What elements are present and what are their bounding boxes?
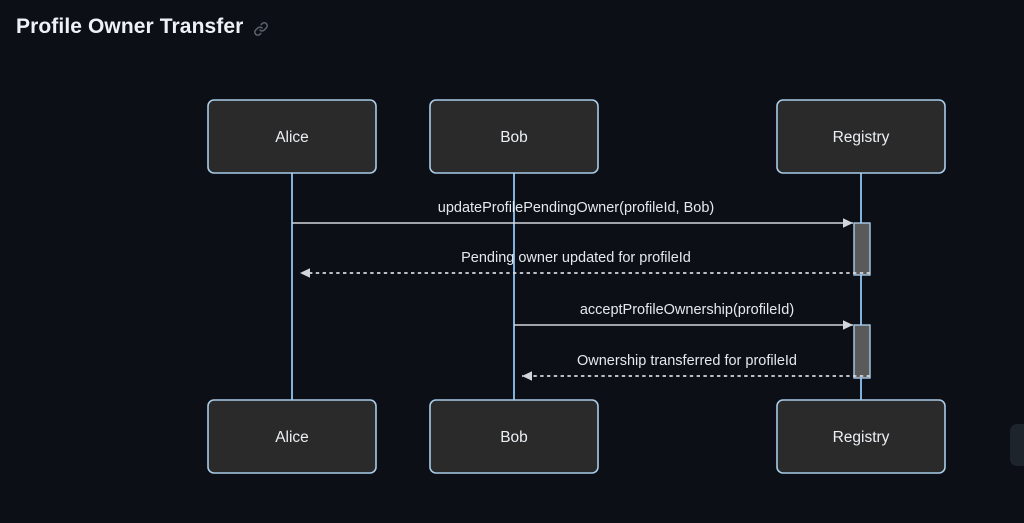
message-3: acceptProfileOwnership(profileId) (514, 302, 853, 330)
message-2-label: Pending owner updated for profileId (461, 250, 691, 266)
message-4-label: Ownership transferred for profileId (577, 353, 797, 369)
actor-box-rect[interactable] (207, 399, 377, 474)
message-1: updateProfilePendingOwner(profileId, Bob… (292, 200, 853, 228)
edge-scroll-thumb[interactable] (1010, 424, 1024, 466)
message-1-label: updateProfilePendingOwner(profileId, Bob… (438, 200, 714, 216)
activation-bar-registry-2 (853, 324, 871, 379)
actor-label-alice-top: Alice (275, 129, 309, 146)
actor-box-registry-bottom[interactable]: Registry (776, 399, 946, 474)
sequence-diagram: Alice Bob Registry updateProfilePendingO… (0, 48, 1024, 523)
actor-label-bob-bottom: Bob (500, 429, 528, 446)
actor-label-alice-bottom: Alice (275, 429, 309, 446)
message-2: Pending owner updated for profileId (300, 250, 870, 278)
actor-label-registry-bottom: Registry (833, 429, 890, 446)
activation-bar-registry-1 (853, 222, 871, 276)
actor-box-alice-bottom[interactable]: Alice (207, 399, 377, 474)
page-title: Profile Owner Transfer (16, 15, 244, 38)
actor-box-alice-top[interactable]: Alice (207, 99, 377, 174)
sequence-diagram-canvas: Alice Bob Registry updateProfilePendingO… (207, 99, 946, 474)
actor-box-bob-bottom[interactable]: Bob (429, 399, 599, 474)
actor-box-registry-top[interactable]: Registry (776, 99, 946, 174)
actor-box-bob-top[interactable]: Bob (429, 99, 599, 174)
actor-box-rect[interactable] (429, 99, 599, 174)
actor-box-rect[interactable] (776, 399, 946, 474)
actor-box-rect[interactable] (776, 99, 946, 174)
actor-label-registry-top: Registry (833, 129, 890, 146)
page-title-block: Profile Owner Transfer (16, 11, 270, 43)
link-icon[interactable] (252, 20, 270, 38)
actor-box-rect[interactable] (207, 99, 377, 174)
actor-box-rect[interactable] (429, 399, 599, 474)
message-3-label: acceptProfileOwnership(profileId) (580, 302, 794, 318)
message-4: Ownership transferred for profileId (522, 353, 870, 381)
activation-group (853, 222, 871, 379)
actor-label-bob-top: Bob (500, 129, 528, 146)
